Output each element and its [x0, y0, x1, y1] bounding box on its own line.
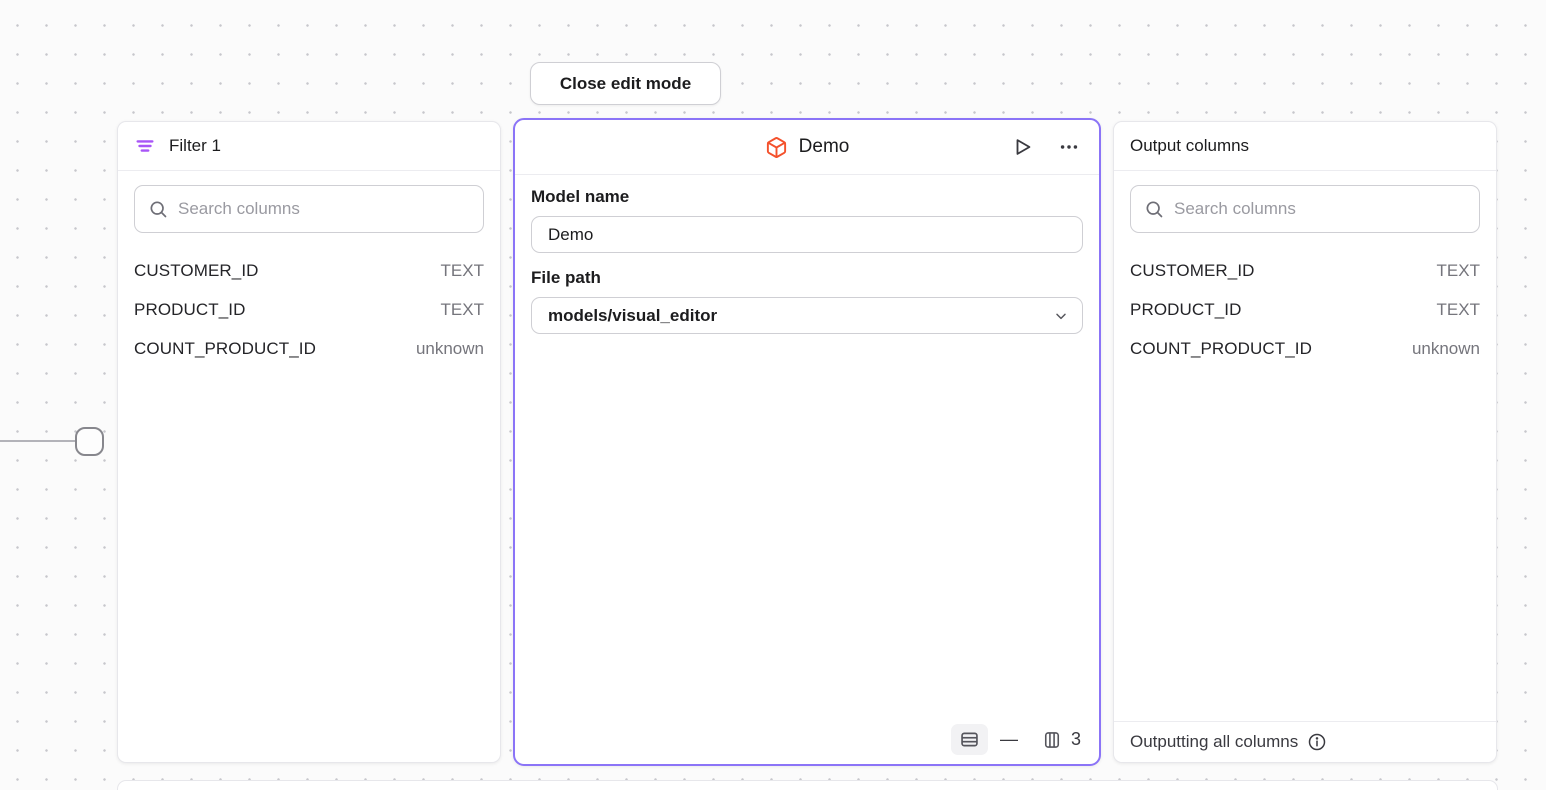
column-name: COUNT_PRODUCT_ID	[134, 338, 317, 358]
column-name: COUNT_PRODUCT_ID	[1130, 338, 1313, 358]
info-icon[interactable]	[1307, 732, 1327, 752]
file-path-value: models/visual_editor	[548, 305, 718, 325]
output-panel-title: Output columns	[1130, 136, 1250, 155]
row-count-value: —	[999, 729, 1018, 749]
column-type: TEXT	[1436, 260, 1480, 280]
filter-column-list: CUSTOMER_ID TEXT PRODUCT_ID TEXT COUNT_P…	[118, 251, 500, 368]
column-row[interactable]: COUNT_PRODUCT_ID unknown	[118, 329, 500, 368]
filter-search-box[interactable]	[134, 185, 484, 233]
filter-panel-header: Filter 1	[118, 122, 500, 171]
column-row[interactable]: PRODUCT_ID TEXT	[118, 290, 500, 329]
filter-node-panel[interactable]: Filter 1 CUSTOMER_ID TEXT PRODUCT_ID	[117, 121, 501, 763]
column-type: TEXT	[1436, 299, 1480, 319]
model-panel-title: Demo	[798, 136, 850, 157]
file-path-select[interactable]: models/visual_editor	[531, 297, 1083, 334]
filter-panel-title: Filter 1	[169, 136, 221, 155]
output-columns-panel[interactable]: Output columns CUSTOMER_ID TEXT PRODUCT_…	[1113, 121, 1497, 763]
column-count-value: 3	[1070, 729, 1081, 749]
output-search-box[interactable]	[1130, 185, 1480, 233]
model-name-label: Model name	[531, 187, 630, 206]
file-path-label: File path	[531, 268, 601, 287]
play-icon	[1012, 136, 1034, 158]
column-name: CUSTOMER_ID	[1130, 260, 1255, 280]
column-type: TEXT	[440, 260, 484, 280]
model-node-panel[interactable]: Demo	[513, 118, 1101, 766]
column-row[interactable]: PRODUCT_ID TEXT	[1114, 290, 1496, 329]
outputting-all-columns-text: Outputting all columns	[1130, 732, 1299, 751]
column-row[interactable]: CUSTOMER_ID TEXT	[118, 251, 500, 290]
model-panel-header: Demo	[515, 120, 1099, 175]
filter-lines-icon	[134, 135, 156, 157]
column-name: CUSTOMER_ID	[134, 260, 259, 280]
chevron-down-icon	[1053, 308, 1069, 324]
output-column-list: CUSTOMER_ID TEXT PRODUCT_ID TEXT COUNT_P…	[1114, 251, 1496, 368]
results-panel-edge[interactable]	[117, 780, 1498, 790]
model-stats: — 3	[950, 724, 1081, 755]
filter-search-input[interactable]	[178, 199, 470, 219]
connection-edge	[0, 440, 77, 442]
search-icon	[148, 199, 168, 219]
table-columns-icon	[1042, 730, 1062, 750]
column-type: unknown	[415, 338, 484, 358]
output-search-input[interactable]	[1174, 199, 1466, 219]
column-type: TEXT	[440, 299, 484, 319]
column-name: PRODUCT_ID	[134, 299, 246, 319]
column-row[interactable]: COUNT_PRODUCT_ID unknown	[1114, 329, 1496, 368]
preview-rows-button[interactable]	[950, 724, 988, 755]
cube-icon	[765, 136, 788, 159]
column-name: PRODUCT_ID	[1130, 299, 1242, 319]
output-panel-footer: Outputting all columns	[1114, 721, 1496, 762]
run-model-button[interactable]	[1010, 134, 1036, 160]
ellipsis-icon	[1058, 136, 1080, 158]
column-type: unknown	[1411, 338, 1480, 358]
close-edit-mode-button[interactable]: Close edit mode	[530, 62, 721, 105]
table-rows-icon	[959, 729, 980, 750]
column-count-indicator: 3	[1042, 729, 1081, 750]
column-row[interactable]: CUSTOMER_ID TEXT	[1114, 251, 1496, 290]
output-panel-header: Output columns	[1114, 122, 1496, 171]
connection-handle[interactable]	[75, 427, 104, 456]
model-name-input[interactable]	[531, 216, 1083, 253]
search-icon	[1144, 199, 1164, 219]
more-options-button[interactable]	[1056, 134, 1082, 160]
